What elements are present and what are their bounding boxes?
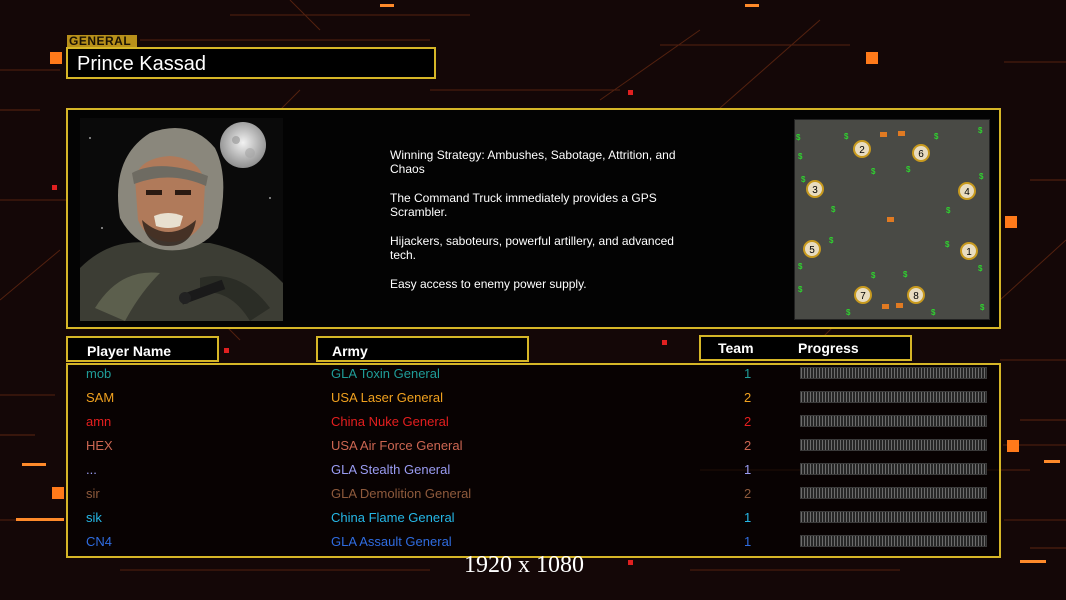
start-position-5[interactable]: 5 (803, 240, 821, 258)
team-cell: 2 (744, 486, 752, 501)
team-cell: 1 (744, 534, 752, 549)
player-name-cell: amn (86, 414, 112, 429)
strategy-line: Hijackers, saboteurs, powerful artillery… (390, 234, 674, 262)
supply-icon: $ (906, 165, 911, 174)
progress-bar (800, 511, 987, 523)
header-player-name: Player Name (66, 336, 219, 362)
minimap[interactable]: $ $ $ $ $ $ $ $ $ $ $ $ $ $ $ $ $ $ $ $ … (794, 119, 990, 320)
supply-icon: $ (934, 132, 939, 141)
team-cell: 1 (744, 510, 752, 525)
army-cell: GLA Toxin General (331, 366, 440, 381)
progress-bar (800, 391, 987, 403)
player-name-cell: mob (86, 366, 112, 381)
start-position-1[interactable]: 1 (960, 242, 978, 260)
player-name-cell: sik (86, 510, 102, 525)
table-row[interactable]: amn China Nuke General 2 (0, 414, 1066, 438)
army-cell: China Nuke General (331, 414, 449, 429)
general-name-box: Prince Kassad (66, 47, 436, 79)
supply-icon: $ (978, 264, 983, 273)
player-name-cell: SAM (86, 390, 115, 405)
start-position-2[interactable]: 2 (853, 140, 871, 158)
progress-bar (800, 487, 987, 499)
supply-icon: $ (798, 262, 803, 271)
header-team-progress: Team Progress (699, 335, 912, 361)
supply-icon: $ (798, 152, 803, 161)
table-row[interactable]: ... GLA Stealth General 1 (0, 462, 1066, 486)
team-cell: 2 (744, 390, 752, 405)
start-position-8[interactable]: 8 (907, 286, 925, 304)
start-position-4[interactable]: 4 (958, 182, 976, 200)
supply-icon: $ (903, 270, 908, 279)
supply-icon: $ (798, 285, 803, 294)
supply-icon: $ (796, 133, 801, 142)
army-cell: GLA Assault General (331, 534, 452, 549)
progress-bar (800, 367, 987, 379)
svg-text:3: 3 (812, 185, 818, 196)
player-name-cell: ... (86, 462, 97, 477)
strategy-text: Winning Strategy: Ambushes, Sabotage, At… (390, 148, 700, 306)
table-row[interactable]: HEX USA Air Force General 2 (0, 438, 1066, 462)
army-cell: USA Laser General (331, 390, 444, 405)
team-cell: 1 (744, 462, 752, 477)
svg-text:8: 8 (913, 291, 919, 302)
table-row[interactable]: CN4 GLA Assault General 1 (0, 534, 1066, 558)
svg-text:2: 2 (859, 145, 865, 156)
table-row[interactable]: sik China Flame General 1 (0, 510, 1066, 534)
table-row[interactable]: SAM USA Laser General 2 (0, 390, 1066, 414)
resolution-label: 1920 x 1080 (464, 552, 584, 578)
supply-icon: $ (829, 236, 834, 245)
progress-bar (800, 415, 987, 427)
general-name: Prince Kassad (77, 53, 206, 75)
supply-icon: $ (801, 175, 806, 184)
player-name-cell: HEX (86, 438, 113, 453)
svg-text:6: 6 (918, 149, 924, 160)
player-name-cell: sir (86, 486, 100, 501)
army-cell: China Flame General (331, 510, 455, 525)
general-portrait (80, 118, 283, 321)
army-cell: USA Air Force General (331, 438, 463, 453)
header-progress-label: Progress (798, 340, 859, 356)
supply-icon: $ (978, 126, 983, 135)
svg-text:5: 5 (809, 245, 815, 256)
strategy-line: Winning Strategy: Ambushes, Sabotage, At… (390, 148, 676, 176)
general-tag-label: GENERAL (67, 35, 137, 48)
strategy-line: The Command Truck immediately provides a… (390, 191, 657, 219)
header-team-label: Team (718, 340, 754, 356)
supply-icon: $ (945, 240, 950, 249)
header-army: Army (316, 336, 529, 362)
header-army-label: Army (332, 343, 368, 359)
supply-icon: $ (871, 167, 876, 176)
svg-text:4: 4 (964, 187, 970, 198)
army-cell: GLA Demolition General (331, 486, 472, 501)
start-position-6[interactable]: 6 (912, 144, 930, 162)
svg-text:1: 1 (966, 247, 972, 258)
header-player-name-label: Player Name (87, 343, 172, 359)
team-cell: 1 (744, 366, 752, 381)
strategy-line: Easy access to enemy power supply. (390, 277, 587, 291)
army-cell: GLA Stealth General (331, 462, 451, 477)
progress-bar (800, 439, 987, 451)
progress-bar (800, 535, 987, 547)
start-position-3[interactable]: 3 (806, 180, 824, 198)
supply-icon: $ (931, 308, 936, 317)
team-cell: 2 (744, 438, 752, 453)
table-row[interactable]: mob GLA Toxin General 1 (0, 366, 1066, 390)
supply-icon: $ (980, 303, 985, 312)
progress-bar (800, 463, 987, 475)
player-name-cell: CN4 (86, 534, 113, 549)
team-cell: 2 (744, 414, 752, 429)
start-position-7[interactable]: 7 (854, 286, 872, 304)
supply-icon: $ (979, 172, 984, 181)
players-table (66, 363, 1001, 558)
svg-text:7: 7 (860, 291, 866, 302)
table-row[interactable]: sir GLA Demolition General 2 (0, 486, 1066, 510)
supply-icon: $ (946, 206, 951, 215)
supply-icon: $ (844, 132, 849, 141)
supply-icon: $ (831, 205, 836, 214)
supply-icon: $ (846, 308, 851, 317)
supply-icon: $ (871, 271, 876, 280)
